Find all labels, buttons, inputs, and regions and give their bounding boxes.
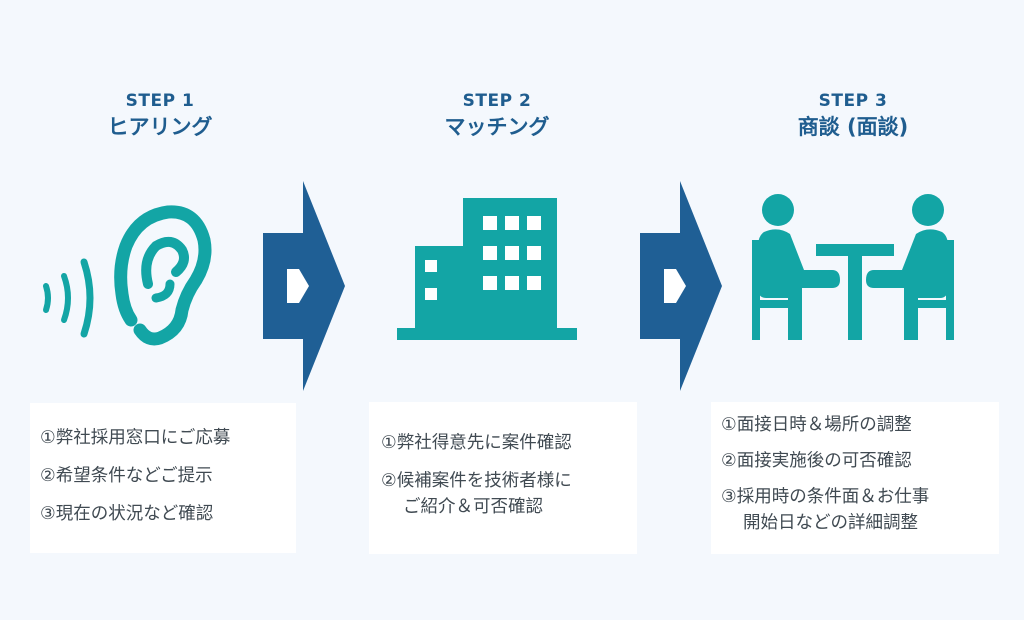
step-3-name: 商談 (面談) <box>797 115 909 139</box>
arrow-right-1-icon <box>263 181 345 391</box>
list-item: ②面接実施後の可否確認 <box>721 451 912 471</box>
step-1-number: STEP 1 <box>125 91 195 111</box>
step-2-number: STEP 2 <box>462 91 532 111</box>
list-item: ③採用時の条件面＆お仕事開始日などの詳細調整 <box>721 487 930 533</box>
step-2-name: マッチング <box>444 115 550 139</box>
step-3-card: ①面接日時＆場所の調整 ②面接実施後の可否確認 ③採用時の条件面＆お仕事開始日な… <box>711 402 999 554</box>
step-3-number: STEP 3 <box>818 91 888 111</box>
list-item: ①弊社採用窓口にご応募 <box>40 428 231 448</box>
meeting-at-table-icon <box>752 194 954 340</box>
step-2-list: ①弊社得意先に案件確認 ②候補案件を技術者様にご紹介＆可否確認 <box>381 430 637 520</box>
step-2-card: ①弊社得意先に案件確認 ②候補案件を技術者様にご紹介＆可否確認 <box>369 402 637 554</box>
step-1-card: ①弊社採用窓口にご応募 ②希望条件などご提示 ③現在の状況など確認 <box>30 403 296 553</box>
list-item: ①面接日時＆場所の調整 <box>721 415 912 435</box>
ear-with-sound-waves-icon <box>43 205 212 346</box>
step-3-list: ①面接日時＆場所の調整 ②面接実施後の可否確認 ③採用時の条件面＆お仕事開始日な… <box>721 412 999 536</box>
step-1-name: ヒアリング <box>107 115 213 139</box>
list-item: ②候補案件を技術者様にご紹介＆可否確認 <box>381 471 572 517</box>
list-item: ②希望条件などご提示 <box>40 466 213 486</box>
list-item: ③現在の状況など確認 <box>40 504 214 524</box>
step-3-title: STEP 3 商談 (面談) <box>733 90 973 142</box>
office-building-icon <box>397 198 577 340</box>
step-2-title: STEP 2 マッチング <box>377 90 617 142</box>
step-1-title: STEP 1 ヒアリング <box>40 90 280 142</box>
step-1-list: ①弊社採用窓口にご応募 ②希望条件などご提示 ③現在の状況など確認 <box>40 425 296 527</box>
list-item: ①弊社得意先に案件確認 <box>381 433 572 453</box>
arrow-right-2-icon <box>640 181 722 391</box>
